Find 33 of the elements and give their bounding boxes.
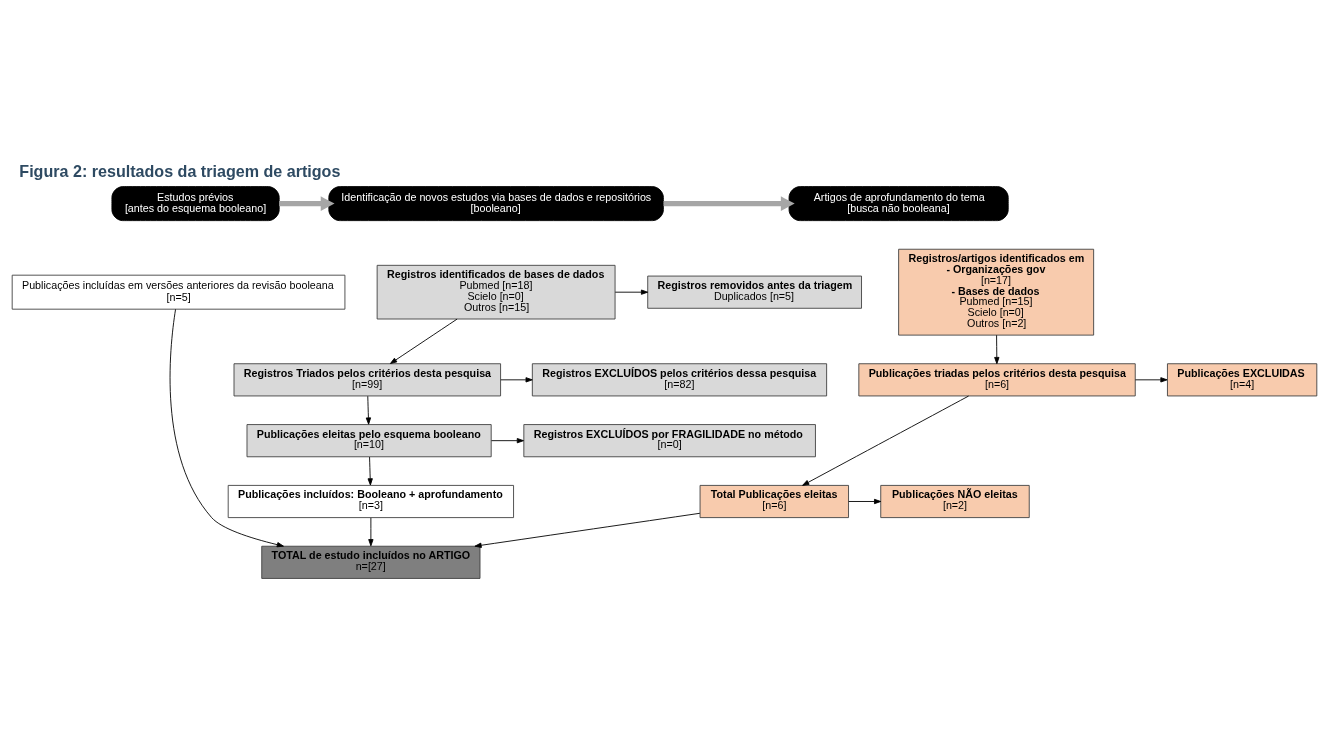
arrow [614,289,649,295]
arrow [169,308,284,547]
node-box: Total Publicações eleitas [n=6] [699,484,849,518]
node-box: TOTAL de estudo incluídos no ARTIGO n=[27] [261,545,481,579]
node-box: Registros Triados pelos critérios desta pesquisa [n=99] [233,362,502,396]
arrow [1134,376,1168,382]
arrow [367,456,373,485]
arrow [802,395,970,486]
arrow [279,195,335,211]
arrow [390,318,458,364]
diagram-title: Figura 2: resultados da triagem de artigos [19,161,341,180]
node-box: Estudos prévios [antes do esquema booleano] [111,185,280,221]
node-box: Identificação de novos estudos via bases de dados e repositórios [booleano] [328,185,664,221]
node-box: Publicações incluídos: Booleano + aprofundamento [n=3] [227,484,514,518]
arrow [491,437,524,443]
arrow [500,376,533,382]
node-box: Registros/artigos identificados em - Organizações gov [n=17] - Bases de dados Pubmed [n=15] Scielo [n=0] Outros [n=2] [898,248,1095,336]
arrow [994,334,1000,364]
node-box: Registros EXCLUÍDOS por FRAGILIDADE no método [n=0] [523,423,816,457]
node-box: Publicações EXCLUIDAS [n=4] [1167,362,1318,396]
arrow [365,395,372,425]
node-box: Registros identificados de bases de dados Pubmed [n=18] Scielo [n=0] Outros [n=15] [376,264,616,319]
node-box: Registros removidos antes da triagem Duplicados [n=5] [647,275,862,309]
node-box: Publicações eleitas pelo esquema booleano [n=10] [246,423,492,457]
arrow [848,498,882,504]
node-box: Publicações triadas pelos critérios desta pesquisa [n=6] [858,362,1136,396]
arrow [368,516,374,546]
node-box: Publicações NÃO eleitas [n=2] [880,484,1030,518]
arrow [663,195,795,211]
node-box: Registros EXCLUÍDOS pelos critérios dessa pesquisa [n=82] [531,362,828,396]
node-box: Publicações incluídas em versões anteriores da revisão booleana [n=5] [11,274,346,310]
arrow [474,512,701,548]
node-box: Artigos de aprofundamento do tema [busca não booleana] [788,185,1009,221]
